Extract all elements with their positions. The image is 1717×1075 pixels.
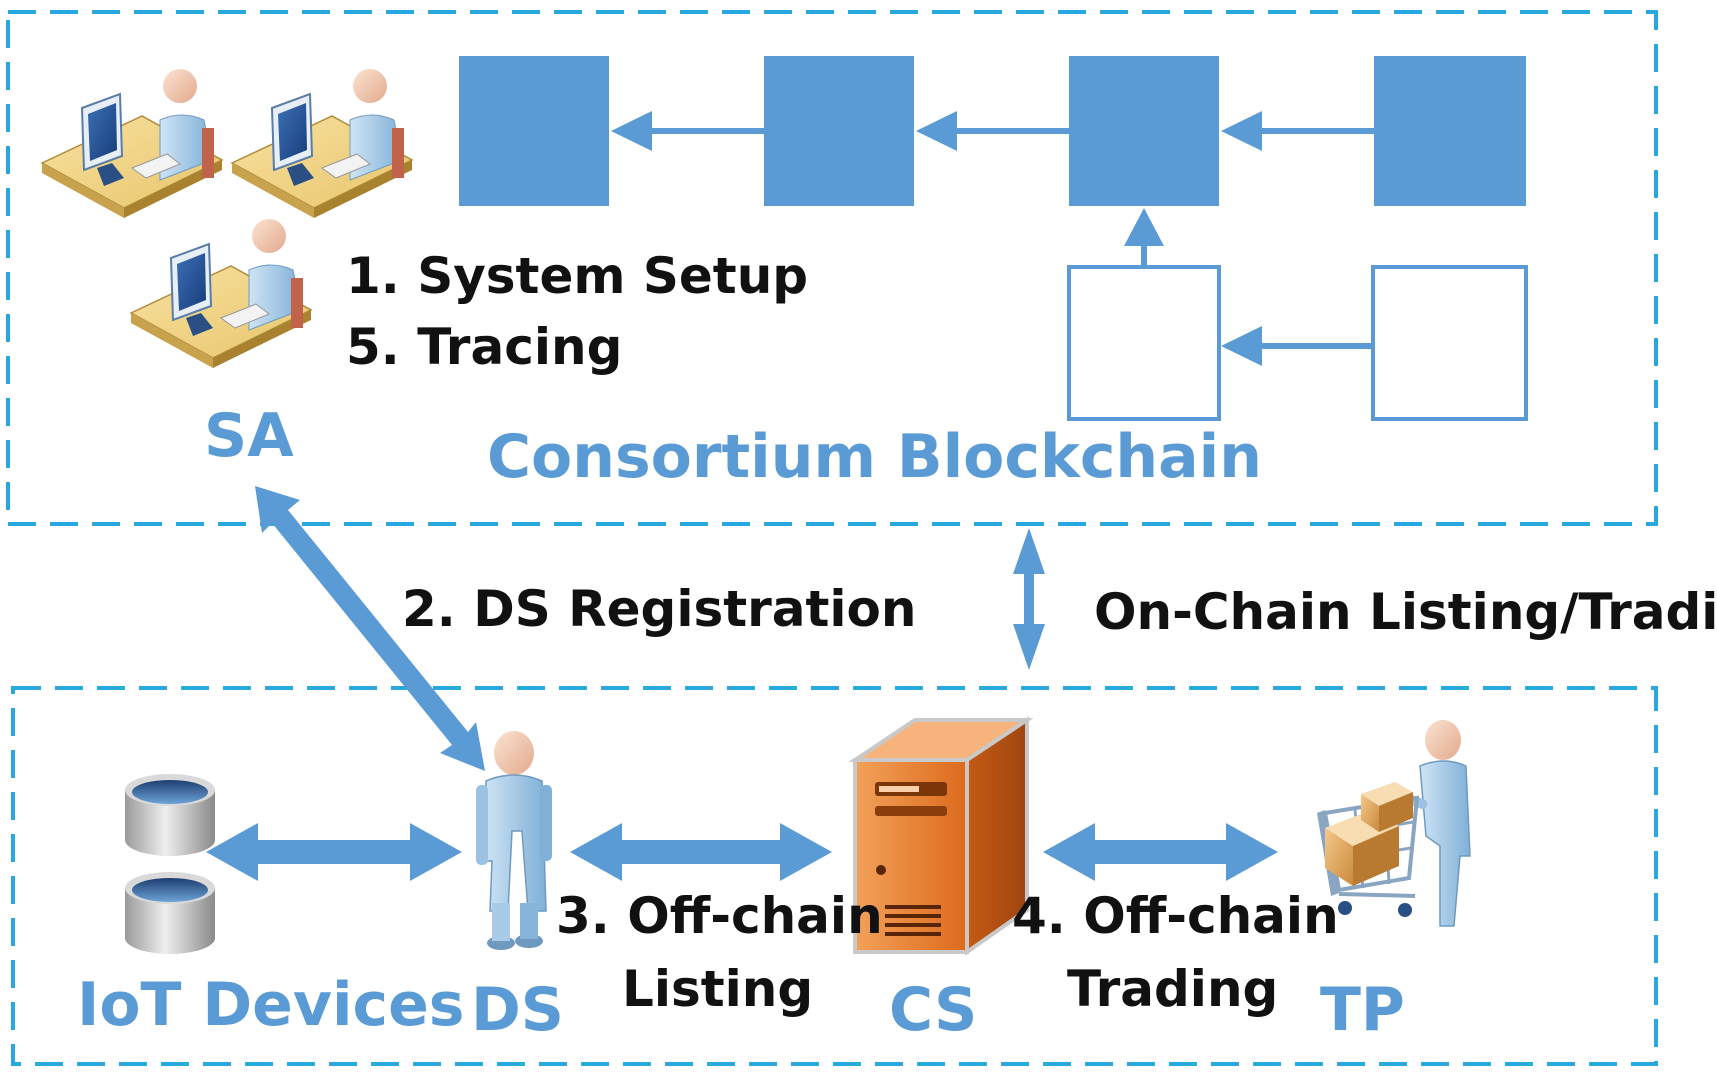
iot-database-icon-1 [125, 774, 215, 856]
step4-offchain-label: 4. Off-chain [1012, 887, 1339, 945]
blockchain-layer-border [6, 10, 1658, 526]
sa-workstation-icon-1 [40, 69, 224, 218]
chain-arrow-pending-up [1124, 208, 1164, 267]
block-1 [459, 56, 609, 206]
block-3 [1069, 56, 1219, 206]
pending-block-2 [1371, 265, 1528, 421]
chain-arrow-3-to-2 [916, 111, 1069, 151]
step2-ds-registration-label: 2. DS Registration [402, 580, 917, 638]
block-2 [764, 56, 914, 206]
step3-offchain-label: 3. Off-chain [556, 887, 883, 945]
tp-shopper-cart-icon [1317, 720, 1471, 927]
onchain-listing-trading-label: On-Chain Listing/Trading [1094, 583, 1717, 641]
cs-server-icon [848, 716, 1034, 956]
iot-ds-arrow [206, 823, 462, 881]
iot-devices-label: IoT Devices [77, 970, 465, 1040]
cs-tp-arrow [1043, 823, 1278, 881]
chain-arrow-2-to-1 [611, 111, 764, 151]
pending-block-1 [1067, 265, 1221, 421]
offchain-layer-border [11, 686, 1658, 1066]
step1-system-setup-label: 1. System Setup [346, 247, 809, 305]
block-4 [1374, 56, 1526, 206]
consortium-blockchain-label: Consortium Blockchain [487, 422, 1262, 492]
iot-database-icon-2 [125, 872, 215, 954]
ds-person-icon [476, 731, 552, 950]
cs-label: CS [889, 975, 978, 1045]
ds-label: DS [471, 975, 565, 1045]
ds-registration-arrow [255, 486, 485, 771]
ds-cs-arrow [570, 823, 832, 881]
step3-listing-label: Listing [622, 960, 814, 1018]
chain-arrow-pending-left [1221, 326, 1373, 366]
sa-label: SA [204, 401, 294, 471]
step4-trading-label: Trading [1067, 960, 1279, 1018]
step5-tracing-label: 5. Tracing [346, 318, 623, 376]
sa-workstation-icon-3 [129, 219, 313, 368]
tp-label: TP [1320, 975, 1405, 1045]
sa-workstation-icon-2 [230, 69, 414, 218]
chain-arrow-4-to-3 [1221, 111, 1374, 151]
onchain-arrow [1013, 528, 1045, 670]
